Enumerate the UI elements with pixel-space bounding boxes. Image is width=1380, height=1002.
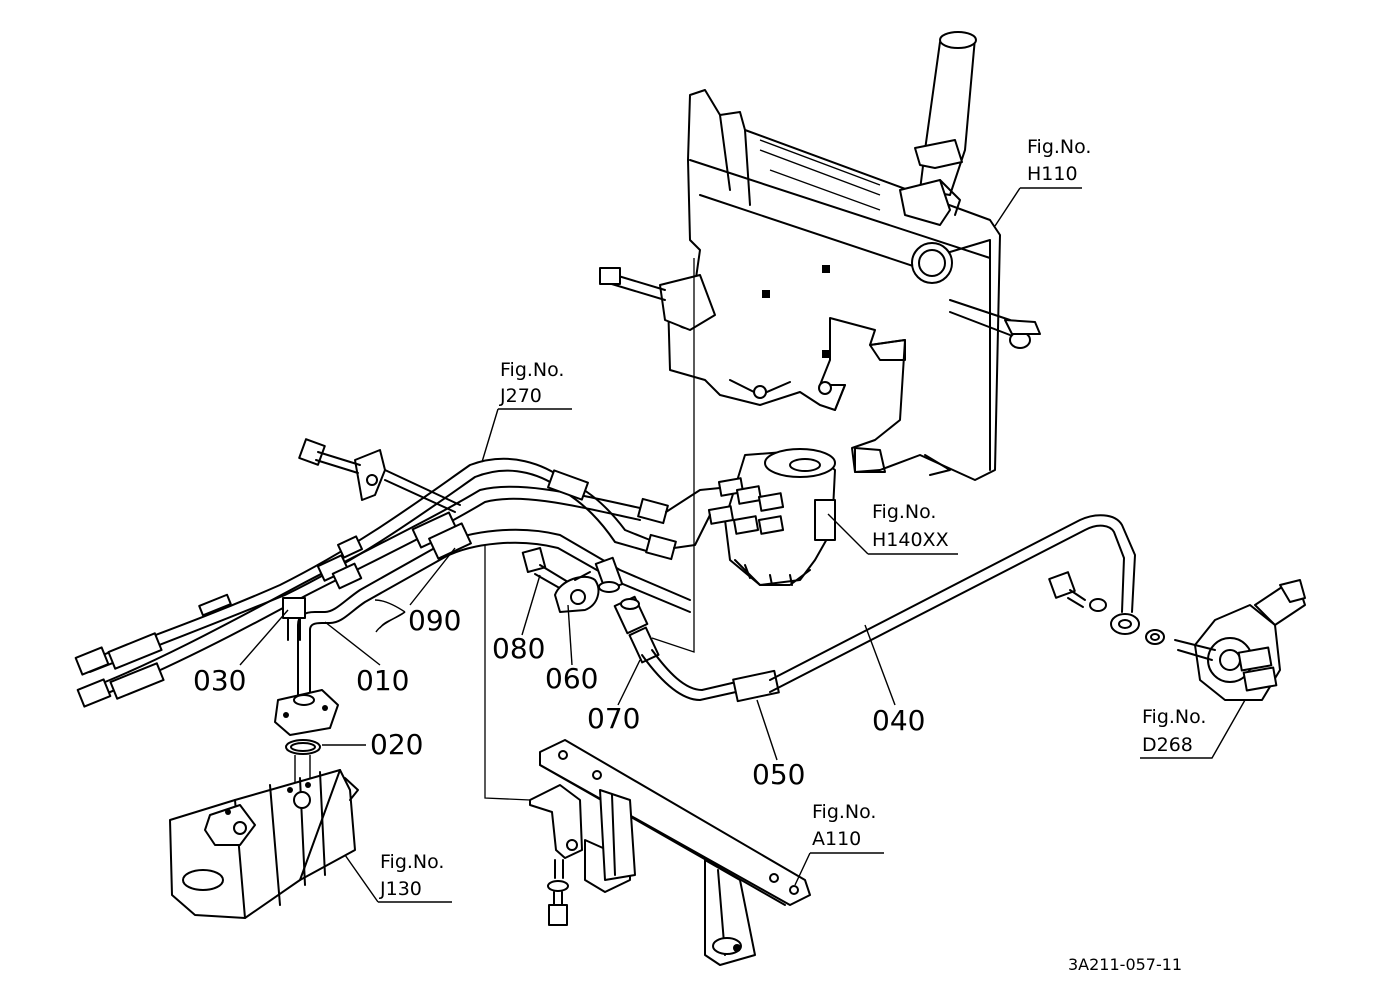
fitting-top-small [594,556,624,593]
bolt-030 [282,597,306,641]
figure-reference-h140xx: Fig.No. H140XX [827,501,958,555]
part-number-090: 090 [408,604,461,637]
part-number-010: 010 [356,664,409,697]
hydraulic-hose-bundle [74,457,721,708]
part-number-040: 040 [872,704,925,737]
banjo-bolt-and-washers [1048,571,1165,645]
figure-reference-j130: Fig.No. J130 [344,851,452,903]
fig-label-j130: Fig.No. [380,851,444,873]
bolt-080 [521,547,569,591]
part-number-080: 080 [492,632,545,665]
hose-clamp-bracket [298,438,461,513]
part-number-070: 070 [587,702,640,735]
fig-code-j130: J130 [379,878,422,900]
fig-label-d268: Fig.No. [1142,706,1206,728]
part-number-050: 050 [752,758,805,791]
fig-label-j270: Fig.No. [500,359,564,381]
part-number-020: 020 [370,728,423,761]
figure-reference-h110: Fig.No. H110 [994,136,1091,227]
steering-frame-bracket [599,89,1041,481]
o-ring-020 [285,739,321,755]
power-steering-unit [707,448,836,586]
steering-unit-port-fittings [707,477,785,535]
part-number-030: 030 [193,664,246,697]
small-bracket-with-bolt [529,784,583,926]
hose-fitting-070 [613,595,660,664]
fig-code-a110: A110 [812,828,861,850]
fig-label-h110: Fig.No. [1027,136,1091,158]
fig-code-h110: H110 [1027,163,1078,185]
fig-code-h140xx: H140XX [872,529,949,551]
part-callouts: 090 080 060 070 030 010 020 040 050 [193,547,925,791]
injection-pump-assembly [1174,579,1306,701]
figure-reference-j270: Fig.No. J270 [481,359,572,463]
mounting-cross-bracket [539,739,811,966]
hydraulic-pump [169,769,359,919]
drawing-code: 3A211-057-11 [1068,955,1182,974]
clamp-060 [554,571,600,613]
part-number-060: 060 [545,662,598,695]
steering-column-shaft [899,31,977,226]
figure-reference-a110: Fig.No. A110 [794,801,884,886]
fig-label-h140xx: Fig.No. [872,501,936,523]
guide-line-left [484,545,531,801]
pipe-040 [769,514,1140,693]
figure-reference-d268: Fig.No. D268 [1140,699,1246,759]
fig-label-a110: Fig.No. [812,801,876,823]
guide-line-center [651,258,695,653]
fig-code-j270: J270 [499,385,542,407]
fig-code-d268: D268 [1142,734,1193,756]
hose-050 [641,649,780,703]
pump-flange [274,689,339,736]
